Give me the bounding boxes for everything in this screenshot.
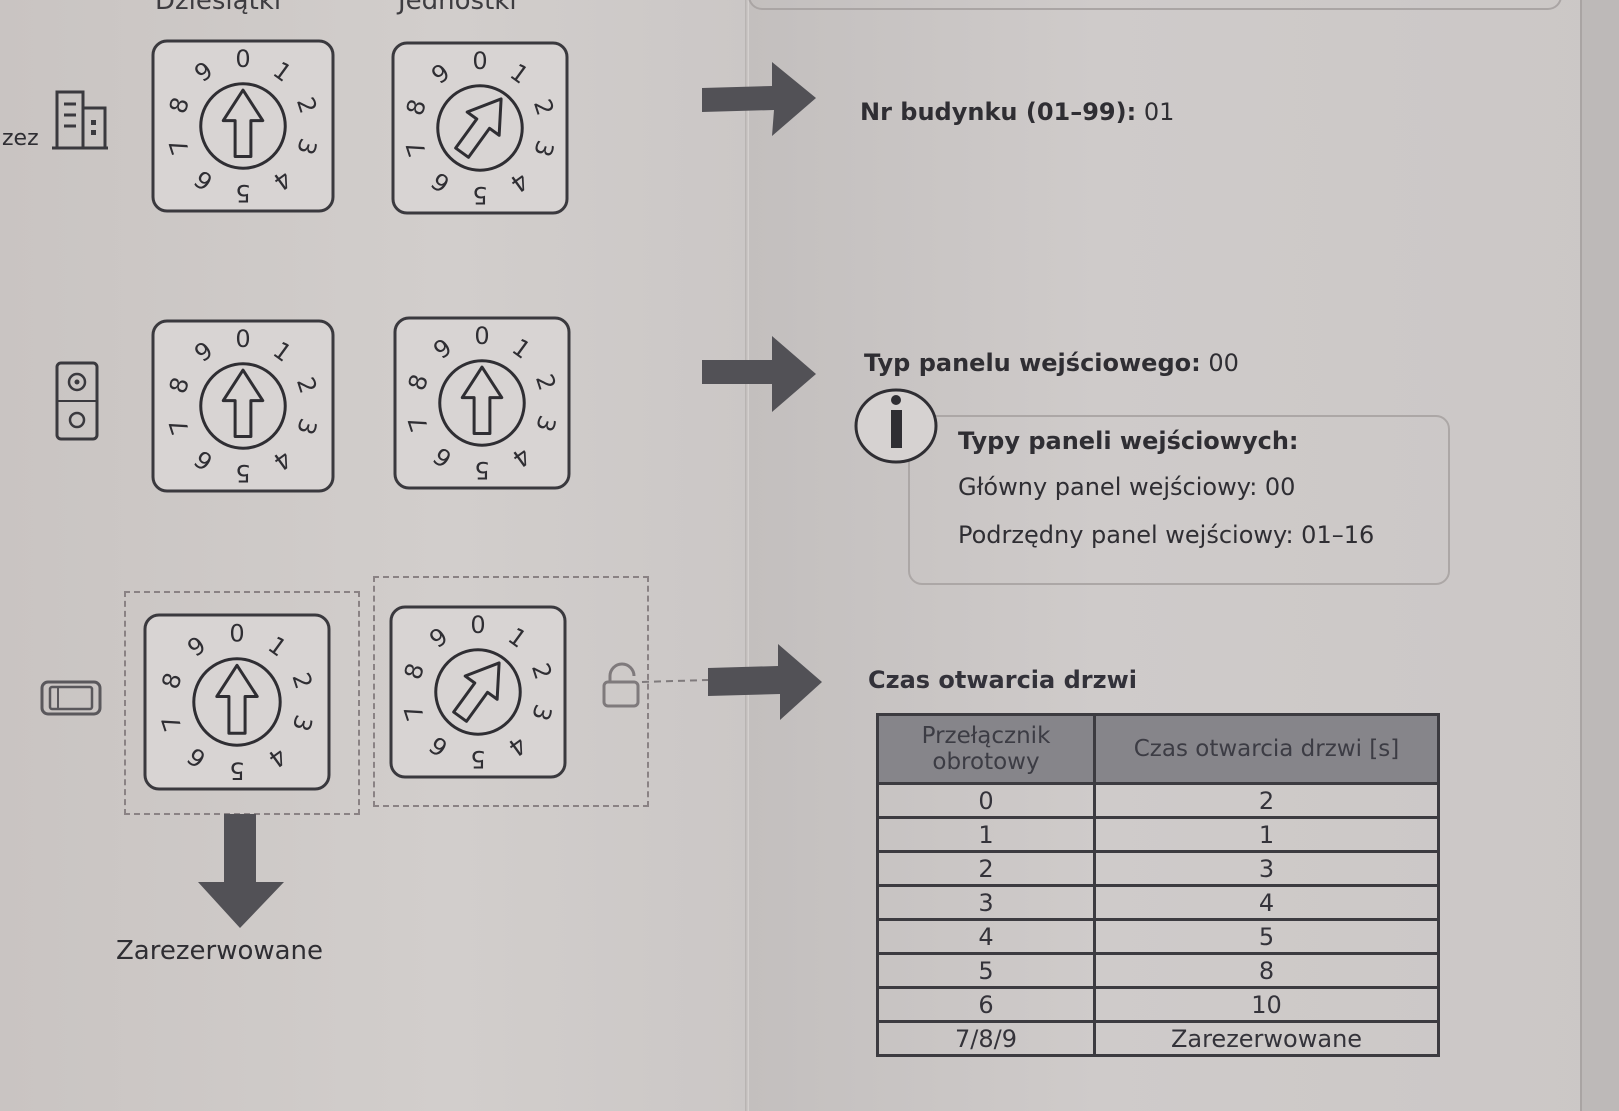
- dial-digit: 0: [229, 620, 244, 648]
- table-cell: 5: [876, 952, 1096, 989]
- arrow-right-panel: [702, 336, 816, 412]
- side-fragment: zez: [2, 126, 39, 151]
- table-header-row: Przełącznik obrotowy Czas otwarcia drzwi…: [876, 713, 1440, 785]
- lock-icon: [602, 662, 709, 708]
- table-cell: 0: [876, 782, 1096, 819]
- table-cell: 2: [876, 850, 1096, 887]
- door-time-table: Przełącznik obrotowy Czas otwarcia drzwi…: [876, 713, 1440, 1057]
- dial-digit: 5: [472, 181, 487, 209]
- table-cell: 4: [876, 918, 1096, 955]
- dial-digit: 5: [470, 745, 485, 773]
- dial-pointer-arrow: [221, 368, 265, 439]
- dial-digit: 0: [470, 611, 485, 639]
- panel-types-info-box: Typy paneli wejściowych: Główny panel we…: [908, 415, 1450, 585]
- dial-pointer-arrow: [221, 88, 265, 159]
- table-cell: Zarezerwowane: [1093, 1020, 1440, 1057]
- left-page: [0, 0, 748, 1111]
- arrow-down-reserved: [198, 814, 284, 928]
- dial-knob: [438, 359, 526, 447]
- units-header: Jednostki: [398, 0, 517, 16]
- table-cell: 8: [1093, 952, 1440, 989]
- table-cell: 4: [1093, 884, 1440, 921]
- info-main-panel: Główny panel wejściowy: 00: [958, 473, 1296, 501]
- table-header-switch: Przełącznik obrotowy: [876, 713, 1096, 785]
- units-dashed-group: [373, 576, 649, 807]
- table-cell: 5: [1093, 918, 1440, 955]
- dial-pointer-arrow: [452, 661, 501, 723]
- dial-knob: [434, 648, 522, 736]
- dial-pointer-arrow: [215, 663, 259, 735]
- dial-digit: 0: [472, 47, 487, 75]
- door-station-icon: [55, 361, 99, 441]
- table-cell: 3: [876, 884, 1096, 921]
- dial-knob: [199, 82, 287, 170]
- dial-frame: [389, 605, 567, 779]
- arrow-right-building: [702, 62, 816, 136]
- table-cell: 7/8/9: [876, 1020, 1096, 1057]
- dial-digit: 0: [235, 45, 250, 73]
- dial-frame: [143, 613, 331, 791]
- dial-knob: [192, 657, 282, 747]
- door-open-time-title: Czas otwarcia drzwi: [868, 666, 1137, 694]
- dial-digit: 5: [235, 459, 250, 487]
- table-cell: 1: [876, 816, 1096, 853]
- dial-digit: 0: [235, 325, 250, 353]
- page-fold: [745, 0, 749, 1111]
- monitor-icon: [40, 680, 102, 716]
- building-icon: [52, 90, 108, 150]
- reserved-label: Zarezerwowane: [116, 936, 324, 966]
- table-cell: 3: [1093, 850, 1440, 887]
- dial-digit: 0: [474, 322, 489, 350]
- panel-type-value: 00: [1208, 349, 1239, 377]
- info-icon: [854, 388, 938, 464]
- panel-type-line: Typ panelu wejściowego: 00: [864, 349, 1239, 377]
- top-frame: [748, 0, 1562, 10]
- table-cell: 6: [876, 986, 1096, 1023]
- dial-frame: [151, 39, 335, 213]
- dial-pointer-arrow: [454, 97, 503, 159]
- dial-digit: 5: [474, 456, 489, 484]
- dial-digit: 5: [235, 179, 250, 207]
- tens-header: Dziesiątki: [155, 0, 282, 16]
- building-number-value: 01: [1143, 98, 1175, 126]
- building-number-line: Nr budynku (01–99): 01: [860, 98, 1174, 126]
- table-header-time: Czas otwarcia drzwi [s]: [1093, 713, 1440, 785]
- table-cell: 1: [1093, 816, 1440, 853]
- info-sub-panel: Podrzędny panel wejściowy: 01–16: [958, 521, 1375, 549]
- arrow-right-door: [708, 644, 822, 720]
- dial-knob: [199, 362, 287, 450]
- paper-edge: [1580, 0, 1619, 1111]
- info-title: Typy paneli wejściowych:: [958, 427, 1299, 455]
- dial-frame: [391, 41, 569, 215]
- dial-frame: [393, 316, 571, 490]
- dial-frame: [151, 319, 335, 493]
- panel-type-label: Typ panelu wejściowego:: [864, 349, 1201, 377]
- dial-digit: 5: [229, 756, 244, 784]
- table-cell: 10: [1093, 986, 1440, 1023]
- table-cell: 2: [1093, 782, 1440, 819]
- dial-knob: [436, 84, 524, 172]
- building-number-label: Nr budynku (01–99):: [860, 98, 1137, 126]
- dial-pointer-arrow: [460, 365, 504, 436]
